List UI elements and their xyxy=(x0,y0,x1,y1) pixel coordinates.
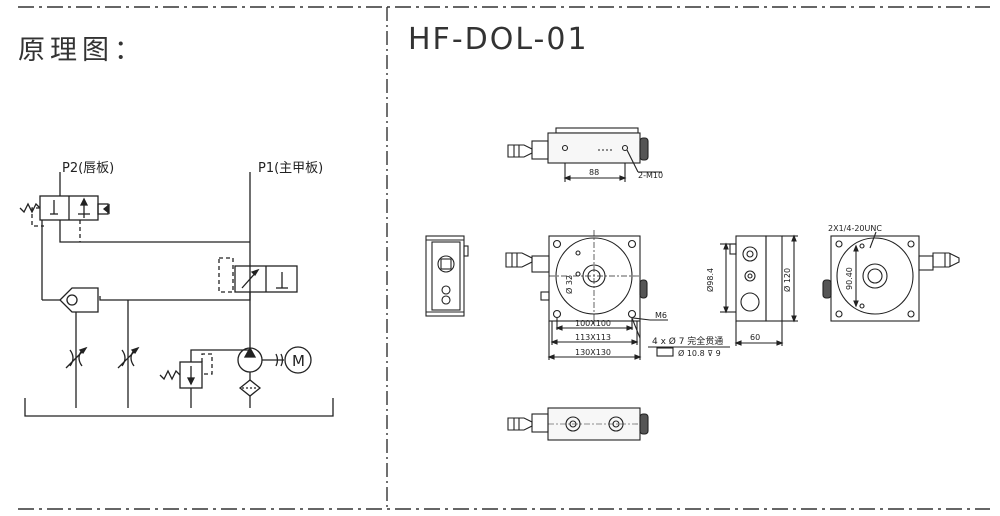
port-p1-label: P1(主甲板) xyxy=(258,161,323,176)
top-view: 88 2-M10 xyxy=(507,127,663,182)
dim-thread-m6: M6 xyxy=(655,311,667,320)
dim-bolt-square-2: 113X113 xyxy=(575,333,611,342)
p2-return-line xyxy=(59,220,250,243)
motor: M xyxy=(284,346,312,374)
dim-bore-dia: Ø 32 xyxy=(564,275,574,294)
right-side-view: Ø98.4 Ø 120 60 xyxy=(705,234,798,346)
valve-link-line xyxy=(99,292,251,301)
dim-top-thread: 2-M10 xyxy=(638,171,663,180)
back-view: 90.40 2X1/4-20UNC xyxy=(822,224,960,322)
tank xyxy=(24,398,334,417)
dim-side-dia-1: Ø98.4 xyxy=(705,268,715,292)
motor-label: M xyxy=(292,352,305,370)
bottom-view xyxy=(507,407,649,441)
model-number-title: HF-DOL-01 xyxy=(408,22,589,57)
pilot-check-valve xyxy=(59,287,99,313)
dim-side-length: 60 xyxy=(750,333,760,342)
filter xyxy=(238,372,262,408)
front-view: Ø 32 M6 100X100 113X113 130X130 4 x Ø 7 … xyxy=(505,230,730,360)
p2-solenoid-valve xyxy=(19,195,110,221)
note-holes: 4 x Ø 7 完全贯通 xyxy=(652,335,723,347)
dim-side-dia-2: Ø 120 xyxy=(782,268,792,292)
left-side-view xyxy=(425,235,469,317)
pump xyxy=(237,346,263,373)
dim-port-spacing: 90.40 xyxy=(845,267,854,290)
relief-valve xyxy=(159,353,213,389)
dim-top-width: 88 xyxy=(589,168,599,177)
note-counterbore: Ø 10.8 ⊽ 9 xyxy=(678,348,721,358)
hydraulic-schematic: P2(唇板) P1(主甲板) xyxy=(19,161,334,417)
frame xyxy=(18,6,990,510)
throttle-valve-2 xyxy=(117,346,140,369)
pilot-line-2 xyxy=(31,207,44,227)
port-p2-label: P2(唇板) xyxy=(62,161,114,176)
dim-bolt-square-1: 100X100 xyxy=(575,319,611,328)
dim-port-thread: 2X1/4-20UNC xyxy=(828,224,882,233)
schematic-title: 原理图： xyxy=(18,35,146,66)
p1-solenoid-valve xyxy=(218,257,298,293)
relief-line xyxy=(190,349,250,362)
coupling xyxy=(275,353,284,367)
dim-body-square: 130X130 xyxy=(575,348,611,357)
throttle-valve-1 xyxy=(65,346,88,369)
